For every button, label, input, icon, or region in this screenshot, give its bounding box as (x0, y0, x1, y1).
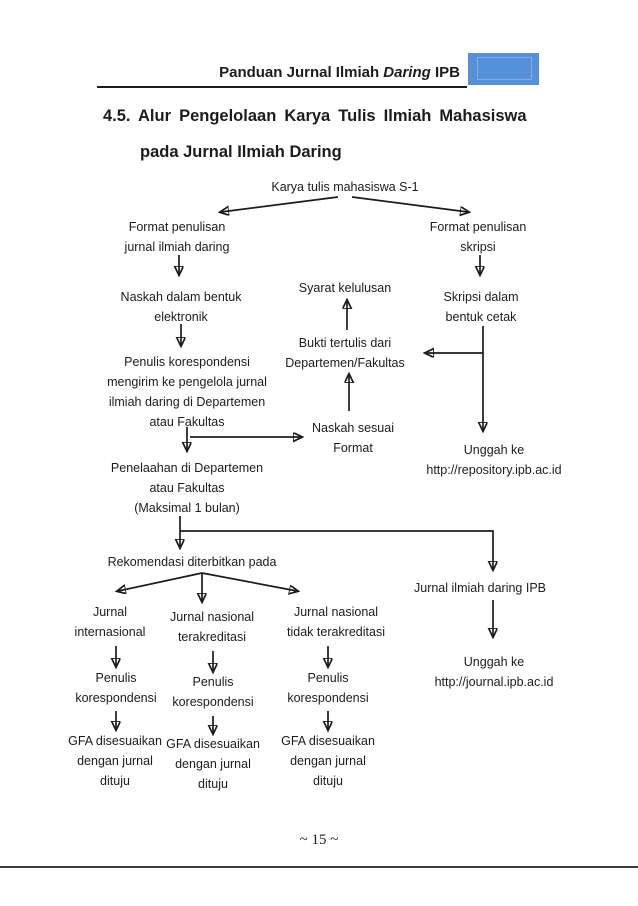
node-line: Format penulisan (429, 220, 527, 234)
arrow-karya-to-format-daring (221, 196, 339, 212)
node-line: Format (333, 441, 373, 455)
node-line: internasional (74, 625, 146, 639)
node-line: korespondensi (75, 691, 157, 705)
node-line: Skripsi dalam (443, 290, 519, 304)
node-line: http://journal.ipb.ac.id (434, 675, 554, 689)
header-rule (97, 86, 467, 88)
flow-node-bukti-tertulis: Bukti tertulis dari Departemen/Fakultas (285, 333, 405, 373)
arrow-karya-to-format-skripsi (351, 196, 468, 212)
flow-node-unggah-journal: Unggah ke http://journal.ipb.ac.id (435, 652, 554, 692)
node-line: atau Fakultas (149, 415, 225, 429)
flow-node-jurnal-internasional: Jurnal internasional (75, 602, 146, 642)
node-line: jurnal ilmiah daring (124, 240, 230, 254)
node-line: skripsi (460, 240, 496, 254)
flow-node-penulis-tengah: Penulis korespondensi (172, 672, 253, 712)
node-line: atau Fakultas (149, 481, 225, 495)
node-line: terakreditasi (177, 630, 247, 644)
page-number: ~ 15 ~ (299, 832, 339, 848)
flow-node-jurnal-tidak-terakreditasi: Jurnal nasional tidak terakreditasi (287, 602, 385, 642)
node-line: Syarat kelulusan (298, 281, 392, 295)
node-line: GFA disesuaikan (166, 737, 260, 751)
node-line: dengan jurnal (77, 754, 153, 768)
header-accent-inner-frame (477, 57, 532, 80)
flow-node-skripsi-cetak: Skripsi dalam bentuk cetak (443, 287, 518, 327)
node-line: Jurnal nasional (169, 610, 255, 624)
flow-node-jurnal-daring-ipb: Jurnal ilmiah daring IPB (414, 578, 546, 598)
header-title-prefix: Panduan Jurnal Ilmiah (219, 64, 384, 81)
flow-node-karya-tulis: Karya tulis mahasiswa S-1 (271, 177, 418, 197)
node-line: Jurnal ilmiah daring IPB (413, 581, 547, 595)
node-line: tidak terakreditasi (287, 625, 385, 639)
node-line: korespondensi (172, 695, 254, 709)
node-line: dengan jurnal (290, 754, 366, 768)
node-line: Penulis korespondensi (124, 355, 250, 369)
node-line: GFA disesuaikan (68, 734, 162, 748)
node-line: ilmiah daring di Departemen (108, 395, 266, 409)
node-line: elektronik (154, 310, 208, 324)
flow-node-format-skripsi: Format penulisan skripsi (430, 217, 527, 257)
node-line: Departemen/Fakultas (285, 356, 405, 370)
node-line: dituju (198, 777, 228, 791)
flow-node-unggah-repository: Unggah ke http://repository.ipb.ac.id (426, 440, 561, 480)
flow-node-rekomendasi: Rekomendasi diterbitkan pada (108, 552, 277, 572)
node-line: dituju (100, 774, 130, 788)
flow-node-gfa-kanan: GFA disesuaikan dengan jurnal dituju (281, 731, 375, 791)
node-line: Bukti tertulis dari (298, 336, 392, 350)
footer-rule (0, 866, 638, 868)
header-title: Panduan Jurnal Ilmiah Daring IPB (219, 63, 460, 83)
node-line: Naskah dalam bentuk (120, 290, 242, 304)
flow-node-naskah-sesuai: Naskah sesuai Format (312, 418, 394, 458)
flow-node-penulis-kiri: Penulis korespondensi (75, 668, 156, 708)
node-line: Penulis (307, 671, 349, 685)
node-line: Jurnal nasional (293, 605, 379, 619)
node-line: Karya tulis mahasiswa S-1 (271, 180, 419, 194)
node-line: mengirim ke pengelola jurnal (107, 375, 267, 389)
node-line: korespondensi (287, 691, 369, 705)
section-heading-line2: pada Jurnal Ilmiah Daring (140, 143, 342, 161)
flow-node-penulis-utama: Penulis korespondensi mengirim ke pengel… (107, 352, 267, 432)
node-line: Penulis (192, 675, 234, 689)
node-line: Penulis (95, 671, 137, 685)
arrow-rekomendasi-to-jurnal-internasional (118, 572, 203, 591)
section-heading-line1: 4.5. Alur Pengelolaan Karya Tulis Ilmiah… (103, 107, 527, 125)
flow-node-gfa-kiri: GFA disesuaikan dengan jurnal dituju (68, 731, 162, 791)
node-line: Format penulisan (128, 220, 226, 234)
flow-node-penulis-kanan: Penulis korespondensi (287, 668, 368, 708)
header-title-suffix: IPB (430, 64, 460, 81)
flow-node-naskah-elektronik: Naskah dalam bentuk elektronik (121, 287, 242, 327)
flow-node-jurnal-terakreditasi: Jurnal nasional terakreditasi (170, 607, 254, 647)
flow-node-gfa-tengah: GFA disesuaikan dengan jurnal dituju (166, 734, 260, 794)
flow-node-syarat-kelulusan: Syarat kelulusan (299, 278, 391, 298)
node-line: Jurnal (92, 605, 128, 619)
node-line: Naskah sesuai (312, 421, 394, 435)
flow-node-format-daring: Format penulisan jurnal ilmiah daring (125, 217, 230, 257)
node-line: (Maksimal 1 bulan) (134, 501, 240, 515)
node-line: Unggah ke (463, 655, 525, 669)
arrow-rekomendasi-to-jurnal-tidak-terakreditasi (201, 572, 297, 591)
node-line: bentuk cetak (445, 310, 517, 324)
header-accent-box (468, 53, 539, 85)
node-line: dituju (313, 774, 343, 788)
node-line: Unggah ke (463, 443, 525, 457)
flow-node-penelaahan: Penelaahan di Departemen atau Fakultas (… (111, 458, 263, 518)
node-line: dengan jurnal (175, 757, 251, 771)
node-line: Penelaahan di Departemen (110, 461, 264, 475)
header-title-italic: Daring (383, 64, 431, 81)
node-line: http://repository.ipb.ac.id (426, 463, 562, 477)
node-line: GFA disesuaikan (281, 734, 375, 748)
node-line: Rekomendasi diterbitkan pada (107, 555, 277, 569)
